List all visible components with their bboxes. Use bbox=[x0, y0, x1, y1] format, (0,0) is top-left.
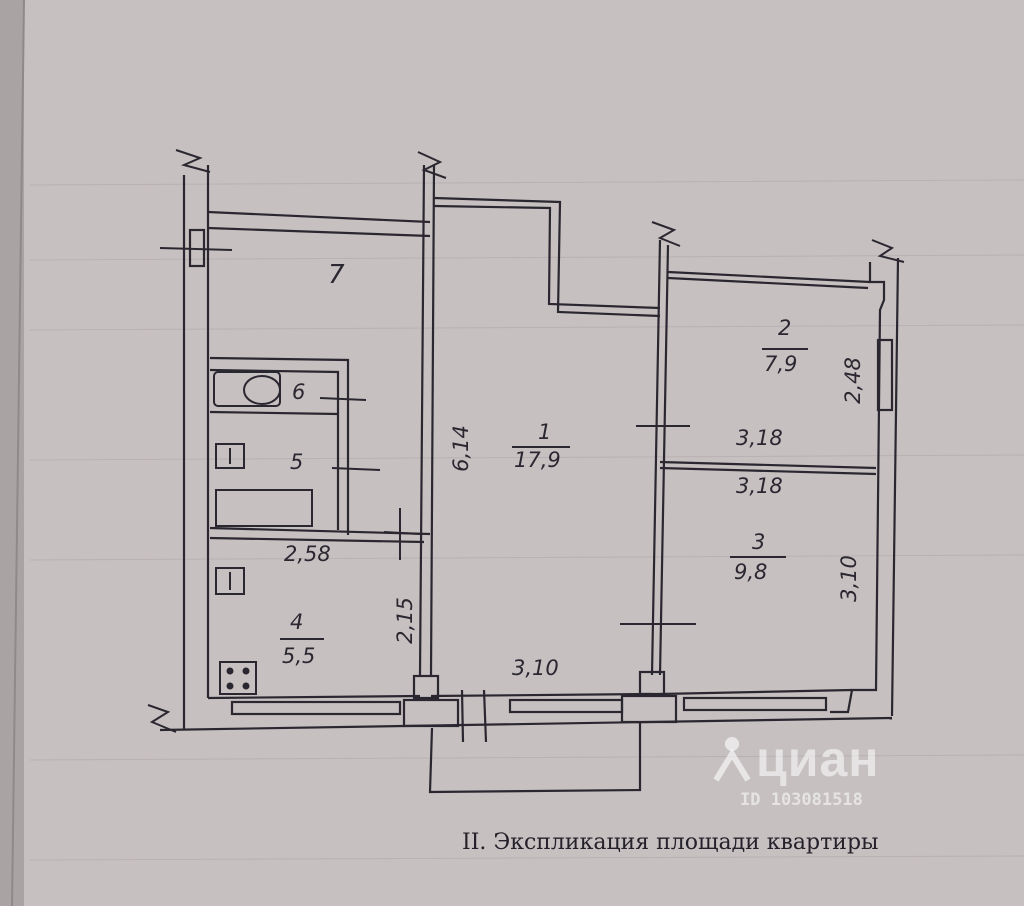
room-3-area: 9,8 bbox=[734, 560, 768, 584]
wc-bath-divider bbox=[209, 410, 339, 416]
kitchen-top-wall-b bbox=[209, 536, 425, 544]
bathroom-wall-a bbox=[209, 356, 350, 535]
corridor-top-wall-b bbox=[207, 226, 431, 238]
room-2-area: 7,9 bbox=[764, 352, 798, 376]
room-3-fraction-bar bbox=[730, 556, 786, 558]
walls bbox=[159, 164, 900, 794]
bottom-wall-outer bbox=[159, 716, 893, 732]
bathtub bbox=[215, 489, 313, 527]
bathroom-wall-b bbox=[209, 368, 340, 530]
balcony-door-line-a bbox=[482, 689, 488, 743]
room-2-fraction-bar bbox=[762, 348, 808, 350]
dimension-2-15: 2,15 bbox=[392, 597, 417, 644]
pier-right bbox=[620, 694, 678, 724]
room-4-fraction-bar bbox=[280, 638, 324, 640]
room-4-area: 5,5 bbox=[282, 644, 316, 668]
dimension-3-18-top: 3,18 bbox=[736, 426, 783, 450]
page-binding-shadow bbox=[0, 0, 24, 906]
dimension-3-18-bottom: 3,18 bbox=[736, 474, 783, 498]
break-mark-tl bbox=[175, 149, 211, 173]
cian-brand: циан bbox=[756, 731, 880, 787]
room-4-number: 4 bbox=[290, 610, 304, 634]
break-mark-bl bbox=[147, 704, 177, 733]
window-kitchen bbox=[230, 700, 402, 716]
room1-top-wall-a bbox=[433, 196, 661, 318]
balcony bbox=[428, 722, 642, 794]
wash-basin bbox=[215, 443, 245, 469]
column-right bbox=[638, 670, 666, 696]
cian-watermark: циан ID 103081518 bbox=[712, 730, 879, 810]
room1-top-wall-b bbox=[433, 204, 661, 310]
bearing-wall-a bbox=[418, 164, 426, 676]
room-1-number: 1 bbox=[538, 420, 552, 444]
partition-wall-b bbox=[658, 244, 670, 676]
stove bbox=[219, 661, 257, 695]
corridor-top-wall-a bbox=[207, 210, 431, 224]
room-7-number: 7 bbox=[328, 260, 345, 290]
column-left bbox=[412, 674, 440, 700]
dimension-3-10-bottom: 3,10 bbox=[512, 656, 559, 680]
room-6-number: 6 bbox=[292, 380, 306, 404]
room-3-number: 3 bbox=[752, 530, 766, 554]
room2-3-wall-a bbox=[659, 460, 877, 470]
fixtures bbox=[213, 371, 313, 695]
window-room3 bbox=[682, 696, 828, 712]
break-mark-r bbox=[871, 239, 905, 263]
room-1-fraction-bar bbox=[512, 446, 570, 448]
page-edge bbox=[11, 0, 25, 906]
room2-top-wall-a bbox=[667, 270, 871, 284]
pier-left bbox=[402, 698, 460, 728]
listing-id: ID 103081518 bbox=[740, 790, 863, 810]
kitchen-sink bbox=[215, 567, 245, 595]
room-2-number: 2 bbox=[778, 316, 792, 340]
window-room2 bbox=[876, 338, 894, 412]
room2-3-wall-b bbox=[659, 466, 877, 476]
partition-wall-a bbox=[650, 239, 662, 676]
dimension-2-58: 2,58 bbox=[284, 542, 331, 566]
room2-top-wall-b bbox=[667, 276, 869, 290]
cian-pin-icon bbox=[713, 737, 751, 782]
room-1-area: 17,9 bbox=[514, 448, 561, 472]
balcony-door-line-b bbox=[460, 689, 465, 743]
dimension-ticks bbox=[159, 247, 696, 625]
toilet-bowl bbox=[243, 375, 281, 405]
section-caption: II. Экспликация площади квартиры bbox=[462, 830, 879, 855]
break-mark-tm bbox=[417, 151, 447, 179]
dimension-2-48: 2,48 bbox=[840, 357, 865, 404]
bottom-wall-inner-room3 bbox=[659, 688, 853, 696]
room-5-number: 5 bbox=[290, 450, 304, 474]
dimension-3-10-side: 3,10 bbox=[836, 555, 861, 602]
break-mark-tr bbox=[651, 221, 681, 247]
ruled-lines bbox=[29, 179, 1024, 861]
right-wall-inner bbox=[830, 262, 886, 714]
dimension-6-14: 6,14 bbox=[448, 425, 473, 472]
bottom-wall-inner-room1 bbox=[430, 692, 653, 698]
bottom-wall-inner-kitchen bbox=[207, 694, 421, 700]
break-marks bbox=[147, 149, 905, 733]
right-wall-outer bbox=[890, 257, 900, 717]
bearing-wall-b bbox=[429, 164, 436, 676]
